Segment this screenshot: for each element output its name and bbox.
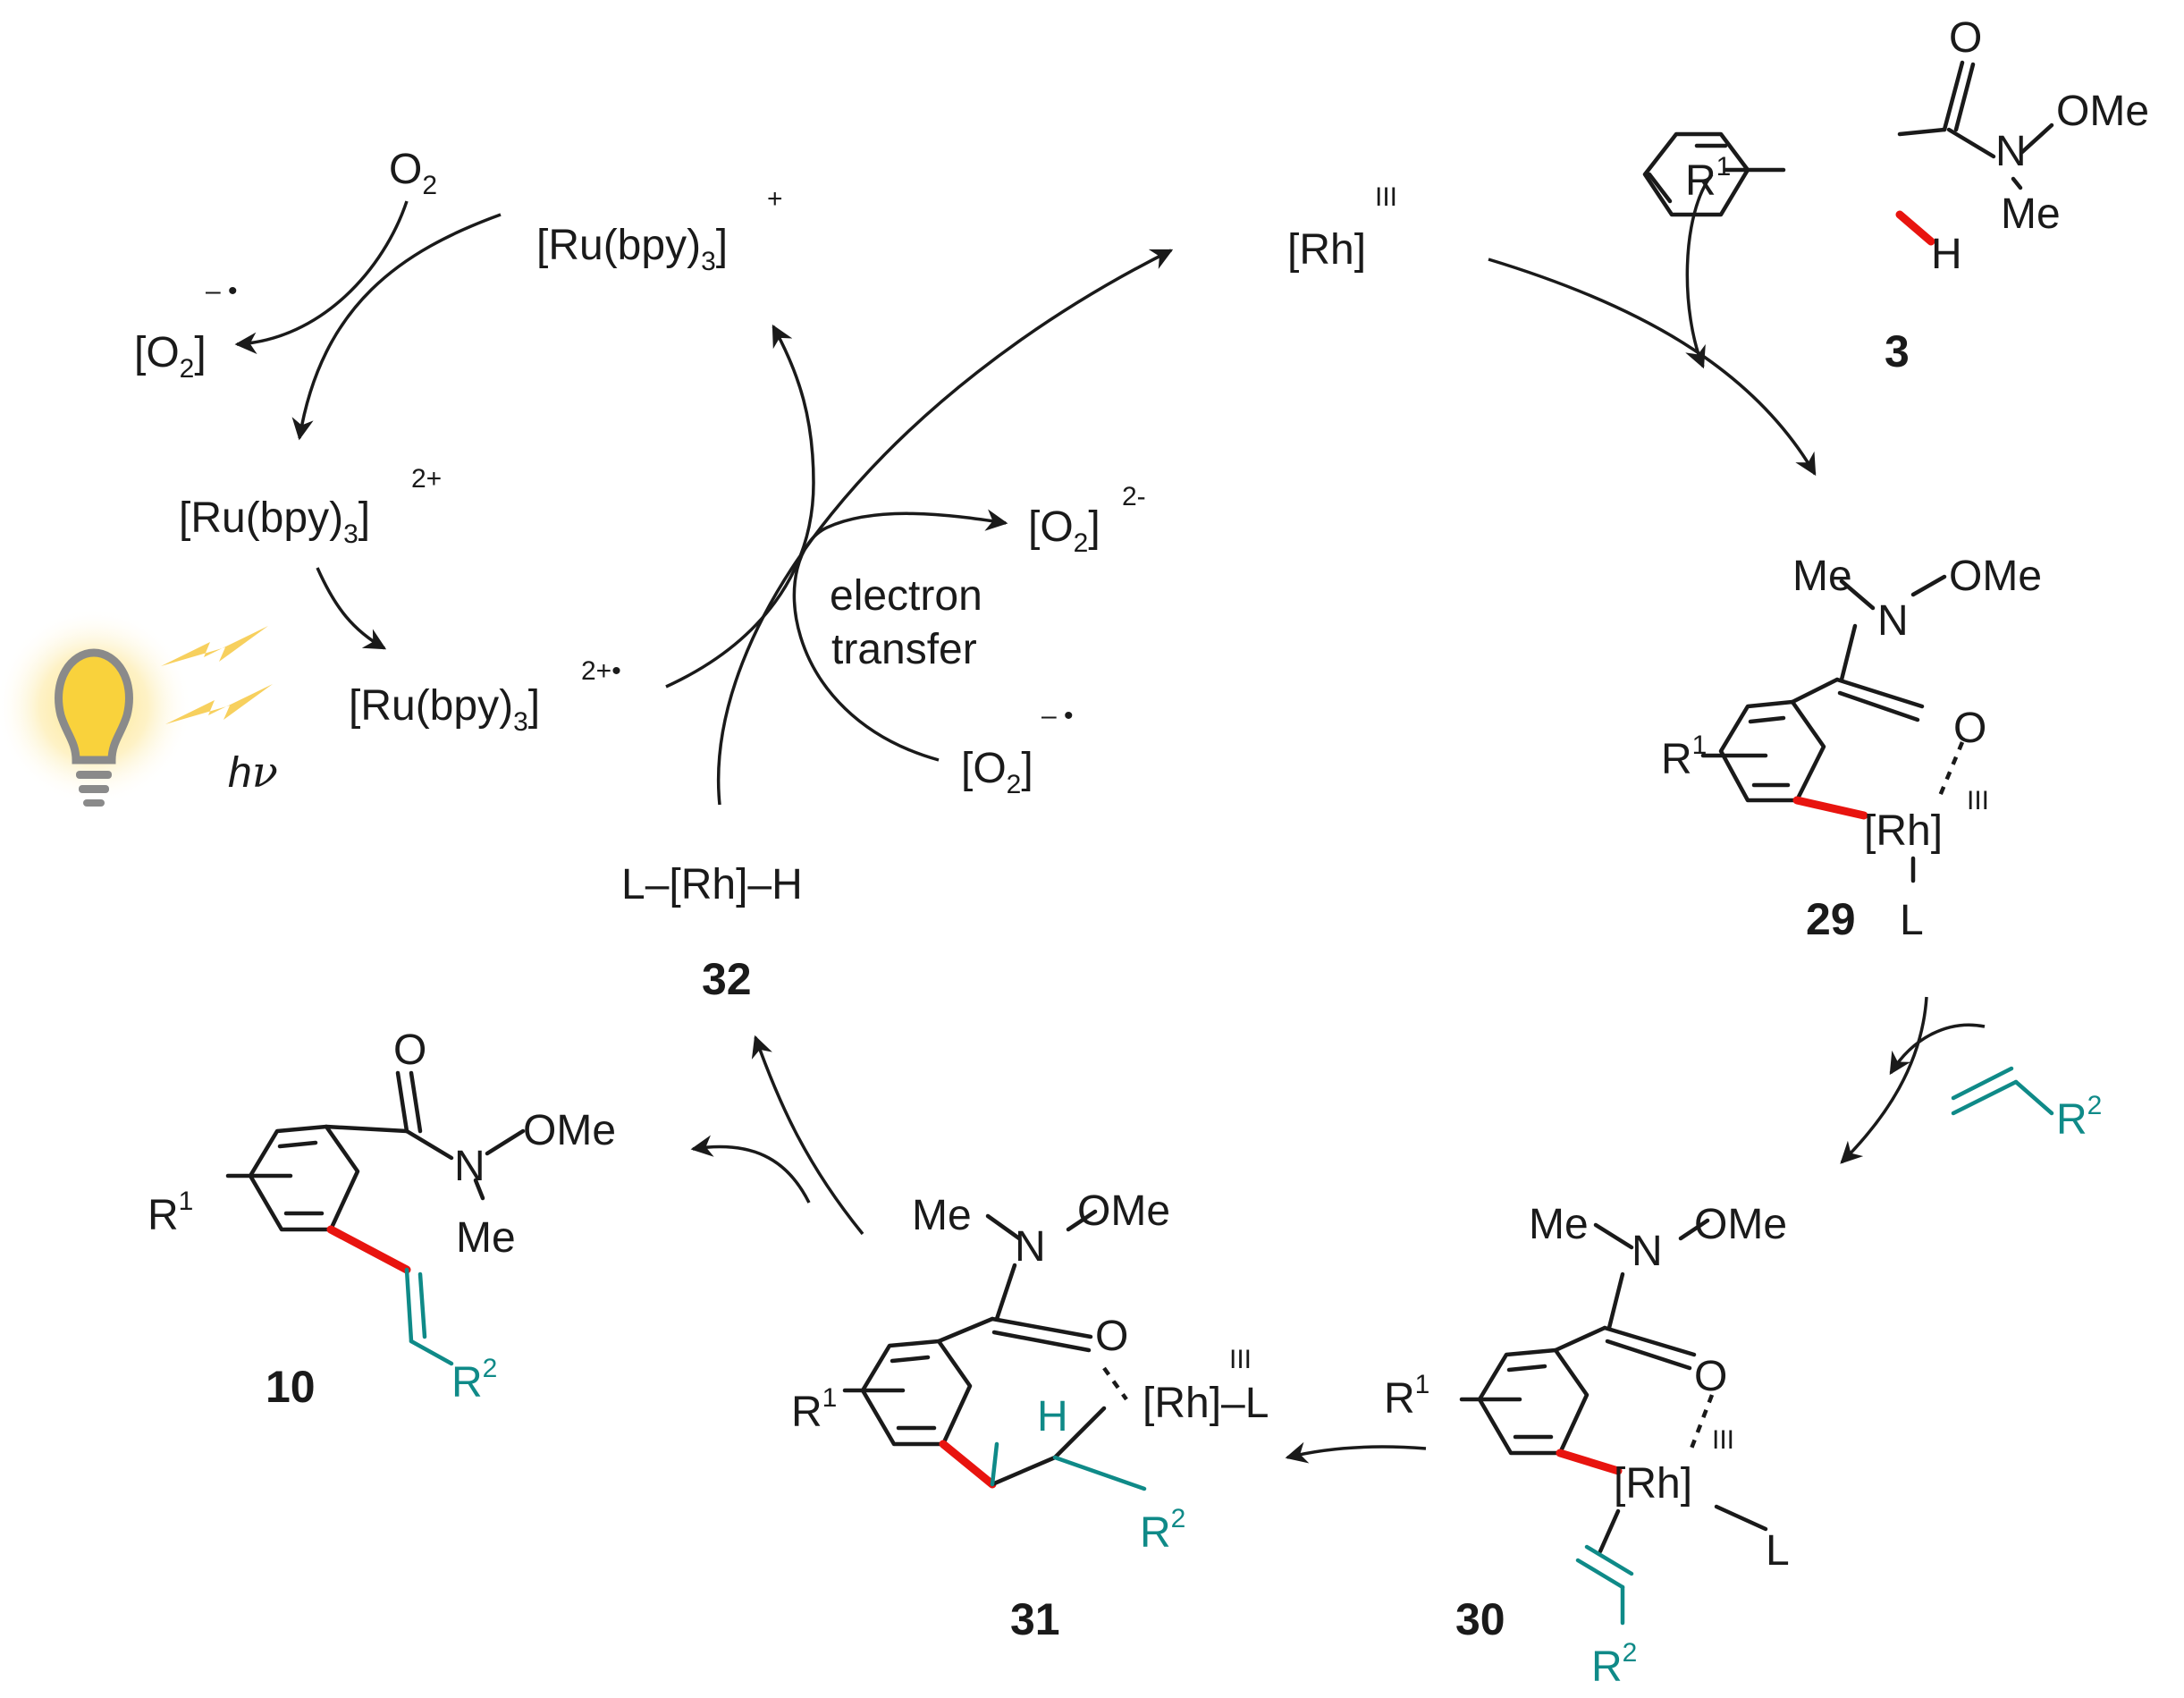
compound-31-number: 31 bbox=[1010, 1594, 1060, 1644]
electron-transfer: electron transfer [O2] 2- [O2] – • bbox=[716, 249, 1174, 806]
compound-3-number: 3 bbox=[1885, 326, 1910, 376]
o2-label: O2 bbox=[389, 146, 437, 200]
c29-n: N bbox=[1877, 597, 1909, 645]
30-to-31-arrow bbox=[1285, 1441, 1427, 1464]
c31-o: O bbox=[1095, 1313, 1128, 1360]
c29-rh-charge: III bbox=[1967, 786, 1989, 815]
substrate-3-in-arrow bbox=[1685, 173, 1714, 369]
alkene-r: R2 bbox=[2056, 1091, 2102, 1144]
c31-r: R1 bbox=[791, 1383, 837, 1436]
c10-me: Me bbox=[456, 1214, 516, 1262]
c31-rh-charge: III bbox=[1229, 1345, 1252, 1374]
rh-label: [Rh] bbox=[1287, 226, 1366, 274]
c3-n: N bbox=[1995, 128, 2027, 175]
superoxide-charge: – • bbox=[1041, 701, 1074, 731]
c31-h: H bbox=[1037, 1393, 1068, 1440]
compound-30: Me N OMe O R1 [Rh] III L R2 30 bbox=[1384, 1201, 1790, 1691]
rh-catalyst: [Rh] III bbox=[1287, 182, 1397, 274]
c10-o: O bbox=[393, 1026, 426, 1074]
ru-plus-label: [Ru(bpy)3] bbox=[536, 222, 728, 276]
photoredox-cycle: O2 [O2] – • [Ru(bpy)3] + [Ru(bpy)3] 2+ [… bbox=[0, 146, 815, 807]
compound-32: L–[Rh]–H 32 bbox=[621, 861, 803, 1004]
photoexcitation-arrow bbox=[316, 567, 387, 650]
c3-h: H bbox=[1931, 231, 1962, 278]
c29-o: O bbox=[1953, 705, 1986, 752]
hydride-label: L–[Rh]–H bbox=[621, 861, 803, 908]
c30-me: Me bbox=[1529, 1201, 1589, 1248]
c10-n: N bbox=[454, 1143, 485, 1190]
hv-label: hν bbox=[228, 748, 278, 798]
c3-r: R1 bbox=[1685, 152, 1731, 205]
c10-r2: R2 bbox=[451, 1354, 497, 1407]
compound-29-number: 29 bbox=[1806, 894, 1856, 944]
c29-r: R1 bbox=[1661, 731, 1707, 783]
c10-ome: OMe bbox=[523, 1107, 616, 1154]
electron-transfer-line2: transfer bbox=[831, 626, 977, 673]
c30-r2: R2 bbox=[1591, 1638, 1637, 1691]
ru-excited-label: [Ru(bpy)3] bbox=[349, 682, 540, 737]
c3-o: O bbox=[1949, 14, 1982, 62]
c30-r: R1 bbox=[1384, 1370, 1429, 1423]
light-bulb-icon bbox=[0, 608, 192, 807]
c3-me: Me bbox=[2001, 190, 2061, 238]
c30-rh-charge: III bbox=[1712, 1425, 1734, 1455]
c30-ome: OMe bbox=[1694, 1201, 1787, 1248]
superoxide-top-label: [O2] bbox=[134, 329, 207, 384]
ru-regeneration-arrow bbox=[665, 324, 815, 688]
light-rays-icon bbox=[161, 626, 273, 724]
compound-10-number: 10 bbox=[266, 1362, 316, 1412]
alkene-in-arrow bbox=[1889, 1023, 1986, 1076]
peroxide-label: [O2] bbox=[1028, 503, 1100, 558]
ru-plus-to-ru2plus-arrow bbox=[291, 213, 502, 441]
c31-rh: [Rh]–L bbox=[1143, 1380, 1269, 1427]
c10-r: R1 bbox=[148, 1187, 193, 1239]
29-to-30-arrow bbox=[1840, 996, 1928, 1164]
product-10-out-arrow bbox=[690, 1135, 811, 1204]
superoxide-top-charge: – • bbox=[206, 276, 238, 306]
superoxide-label: [O2] bbox=[961, 745, 1033, 799]
c31-me: Me bbox=[912, 1192, 972, 1239]
c30-n: N bbox=[1632, 1228, 1663, 1275]
rh-to-29-arrow bbox=[1488, 258, 1817, 477]
rh-regeneration-arrow bbox=[716, 249, 1174, 806]
compound-10: O N OMe Me R1 R2 10 bbox=[148, 1026, 616, 1412]
c3-ome: OMe bbox=[2056, 88, 2149, 135]
superoxide-to-peroxide-arrow bbox=[792, 509, 1008, 762]
compound-31: Me N OMe O R1 [Rh]–L III H R2 31 bbox=[791, 1187, 1269, 1644]
c29-rh: [Rh] bbox=[1864, 807, 1943, 855]
c29-ome: OMe bbox=[1949, 553, 2042, 600]
peroxide-charge: 2- bbox=[1122, 482, 1146, 511]
c31-ome: OMe bbox=[1077, 1187, 1170, 1235]
ru-excited-charge: 2+• bbox=[581, 656, 621, 686]
c31-n: N bbox=[1015, 1223, 1046, 1271]
compound-29: Me N OMe O R1 [Rh] III L 29 bbox=[1661, 553, 2042, 944]
ru-2plus-charge: 2+ bbox=[411, 464, 442, 494]
electron-transfer-line1: electron bbox=[830, 572, 982, 620]
c30-l: L bbox=[1766, 1527, 1790, 1575]
compound-30-number: 30 bbox=[1455, 1594, 1505, 1644]
ru-2plus-label: [Ru(bpy)3] bbox=[179, 494, 370, 549]
c29-me: Me bbox=[1792, 553, 1852, 600]
ru-plus-charge: + bbox=[767, 184, 783, 214]
compound-3: O N OMe Me R1 H 3 bbox=[1642, 14, 2149, 376]
c31-r2: R2 bbox=[1140, 1504, 1185, 1557]
rh-charge: III bbox=[1375, 182, 1397, 212]
c29-l: L bbox=[1900, 897, 1924, 944]
alkene-reagent: R2 bbox=[1951, 1066, 2102, 1144]
c30-o: O bbox=[1694, 1353, 1727, 1400]
compound-32-number: 32 bbox=[702, 954, 752, 1004]
31-to-32-arrow bbox=[751, 1035, 864, 1236]
c30-rh: [Rh] bbox=[1614, 1460, 1692, 1508]
o2-reduction-arrow bbox=[234, 200, 409, 355]
